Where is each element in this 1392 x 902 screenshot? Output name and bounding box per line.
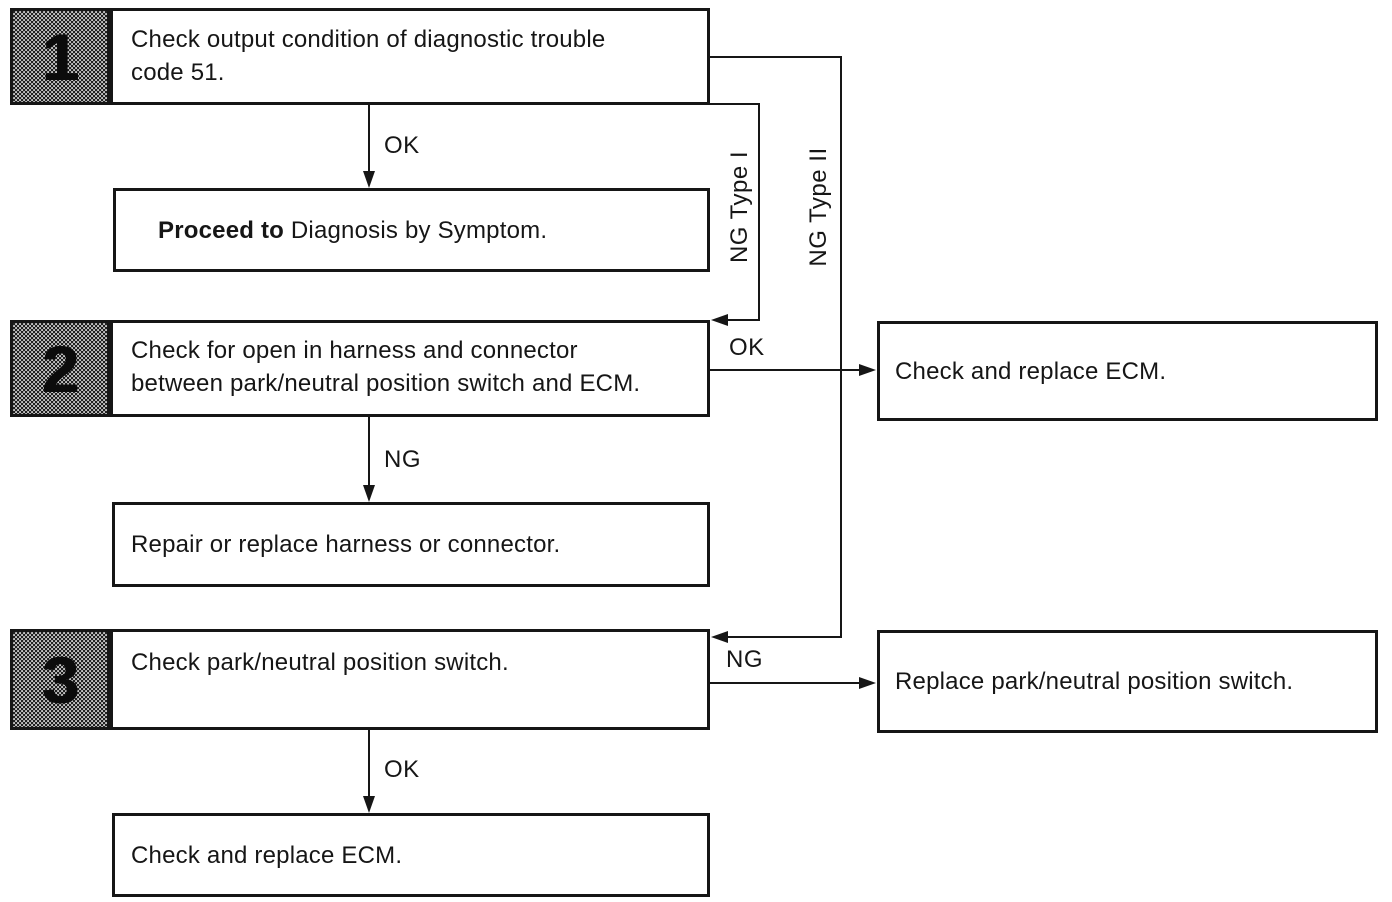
step2-tab: 2 [10, 320, 110, 417]
repair-harness-text: Repair or replace harness or connector. [131, 531, 561, 558]
connector-step1-ok [368, 105, 370, 173]
connector-step2-ng [368, 417, 370, 486]
proceed-text: Proceed to Diagnosis by Symptom. [158, 214, 547, 247]
connector-ng-type-1-top [706, 103, 760, 105]
connector-ng-type-1-bottom [727, 319, 760, 321]
step1-text-line1: Check output condition of diagnostic tro… [131, 26, 606, 53]
connector-ng-type-2-vertical [840, 56, 842, 638]
step1-box: Check output condition of diagnostic tro… [110, 8, 710, 105]
connector-ng-type-1-vertical [758, 103, 760, 321]
connector-ng-type-2-bottom [727, 636, 842, 638]
edge-label-step1-ok: OK [384, 132, 420, 159]
step1-number: 1 [41, 19, 79, 94]
arrowhead-step3-ok-icon [363, 796, 375, 813]
connector-step3-ok [368, 730, 370, 797]
step3-text-line1: Check park/neutral position switch. [131, 649, 509, 676]
edge-label-ng-type-1: NG Type I [726, 150, 753, 264]
edge-label-step3-ok: OK [384, 756, 420, 783]
step2-text-line2: between park/neutral position switch and… [131, 370, 641, 397]
arrowhead-ng-type-2-icon [711, 631, 728, 643]
check-replace-ecm-bottom-box: Check and replace ECM. [112, 813, 710, 897]
edge-label-ng-type-2: NG Type II [805, 147, 832, 267]
arrowhead-step2-ng-icon [363, 485, 375, 502]
replace-switch-text: Replace park/neutral position switch. [895, 668, 1294, 695]
step3-number: 3 [41, 642, 79, 717]
step2-box: Check for open in harness and connector … [110, 320, 710, 417]
step3-tab: 3 [10, 629, 110, 730]
proceed-text-bold: Proceed to [158, 216, 285, 244]
connector-step3-ng [710, 682, 860, 684]
arrowhead-step2-ok-icon [859, 364, 876, 376]
proceed-box: Proceed to Diagnosis by Symptom. [113, 188, 710, 272]
replace-switch-box: Replace park/neutral position switch. [877, 630, 1378, 733]
arrowhead-step1-ok-icon [363, 171, 375, 188]
step2-number: 2 [41, 331, 79, 406]
arrowhead-ng-type-1-icon [711, 314, 728, 326]
edge-label-step3-ng: NG [726, 646, 763, 673]
connector-ng-type-2-top [706, 56, 842, 58]
arrowhead-step3-ng-icon [859, 677, 876, 689]
step1-tab: 1 [10, 8, 110, 105]
step3-box: Check park/neutral position switch. [110, 629, 710, 730]
edge-label-step2-ng: NG [384, 446, 421, 473]
step1-text-line2: code 51. [131, 59, 225, 86]
check-replace-ecm-bottom-text: Check and replace ECM. [131, 841, 403, 869]
proceed-text-rest: Diagnosis by Symptom. [284, 216, 548, 244]
edge-label-step2-ok: OK [729, 334, 765, 361]
check-replace-ecm-right-text: Check and replace ECM. [895, 357, 1167, 385]
step2-text-line1: Check for open in harness and connector [131, 337, 578, 364]
repair-harness-box: Repair or replace harness or connector. [112, 502, 710, 587]
connector-step2-ok [710, 369, 860, 371]
check-replace-ecm-right-box: Check and replace ECM. [877, 321, 1378, 421]
